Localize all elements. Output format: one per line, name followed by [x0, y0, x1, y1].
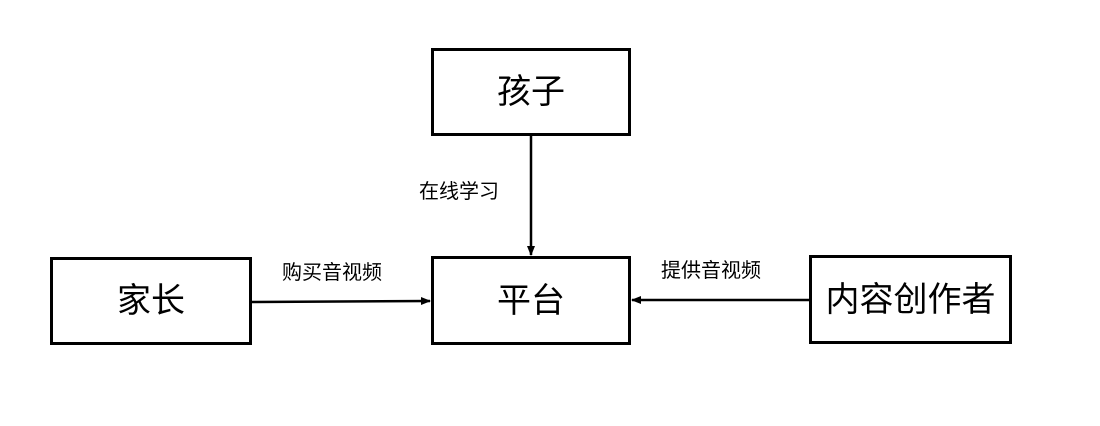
edge-label-online-learning: 在线学习	[419, 179, 499, 203]
edge-label-purchase-media: 购买音视频	[282, 260, 382, 284]
node-parent: 家长	[50, 257, 252, 345]
node-child: 孩子	[431, 48, 631, 136]
node-platform-label: 平台	[497, 280, 565, 321]
node-content-creator-label: 内容创作者	[825, 279, 996, 320]
node-content-creator: 内容创作者	[809, 255, 1012, 344]
node-child-label: 孩子	[497, 72, 565, 112]
edge-label-provide-media: 提供音视频	[661, 258, 761, 282]
node-parent-label: 家长	[117, 281, 185, 321]
edge-parent-to-platform	[251, 297, 431, 306]
node-platform: 平台	[431, 256, 631, 345]
